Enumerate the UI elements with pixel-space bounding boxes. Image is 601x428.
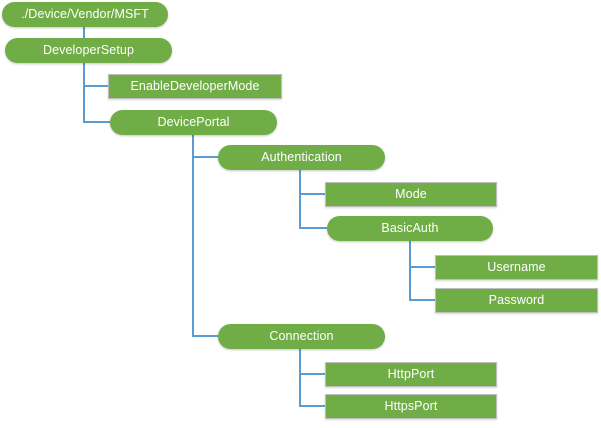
node-label-basic-auth: BasicAuth xyxy=(381,221,439,236)
node-https-port[interactable]: HttpsPort xyxy=(325,394,497,419)
connector-basic-auth-to-username xyxy=(409,241,435,268)
node-username[interactable]: Username xyxy=(435,255,598,280)
node-label-enable-developer-mode: EnableDeveloperMode xyxy=(130,79,260,94)
node-label-authentication: Authentication xyxy=(261,150,342,165)
connector-basic-auth-to-password xyxy=(409,241,435,301)
connector-authentication-to-basic-auth xyxy=(299,170,327,229)
node-label-password: Password xyxy=(488,293,545,308)
node-device-portal[interactable]: DevicePortal xyxy=(110,110,277,135)
node-label-https-port: HttpsPort xyxy=(384,399,438,414)
node-root[interactable]: ./Device/Vendor/MSFT xyxy=(2,2,168,27)
node-label-username: Username xyxy=(487,260,546,275)
node-developer-setup[interactable]: DeveloperSetup xyxy=(5,38,172,63)
node-enable-developer-mode[interactable]: EnableDeveloperMode xyxy=(108,74,282,99)
node-http-port[interactable]: HttpPort xyxy=(325,362,497,387)
node-label-developer-setup: DeveloperSetup xyxy=(42,43,135,58)
connector-device-portal-to-authentication xyxy=(192,135,218,158)
node-connection[interactable]: Connection xyxy=(218,324,385,349)
connector-developer-setup-to-device-portal xyxy=(83,63,110,123)
node-label-device-portal: DevicePortal xyxy=(157,115,230,130)
node-authentication[interactable]: Authentication xyxy=(218,145,385,170)
node-label-mode: Mode xyxy=(395,187,427,202)
node-label-connection: Connection xyxy=(269,329,334,344)
node-basic-auth[interactable]: BasicAuth xyxy=(327,216,493,241)
connector-developer-setup-to-enable-developer-mode xyxy=(83,63,108,87)
node-password[interactable]: Password xyxy=(435,288,598,313)
connector-connection-to-https-port xyxy=(299,349,325,407)
connector-connection-to-http-port xyxy=(299,349,325,375)
node-mode[interactable]: Mode xyxy=(325,182,497,207)
node-label-root: ./Device/Vendor/MSFT xyxy=(21,7,149,22)
node-label-http-port: HttpPort xyxy=(387,367,435,382)
connector-authentication-to-mode xyxy=(299,170,325,195)
connector-device-portal-to-connection xyxy=(192,135,218,337)
